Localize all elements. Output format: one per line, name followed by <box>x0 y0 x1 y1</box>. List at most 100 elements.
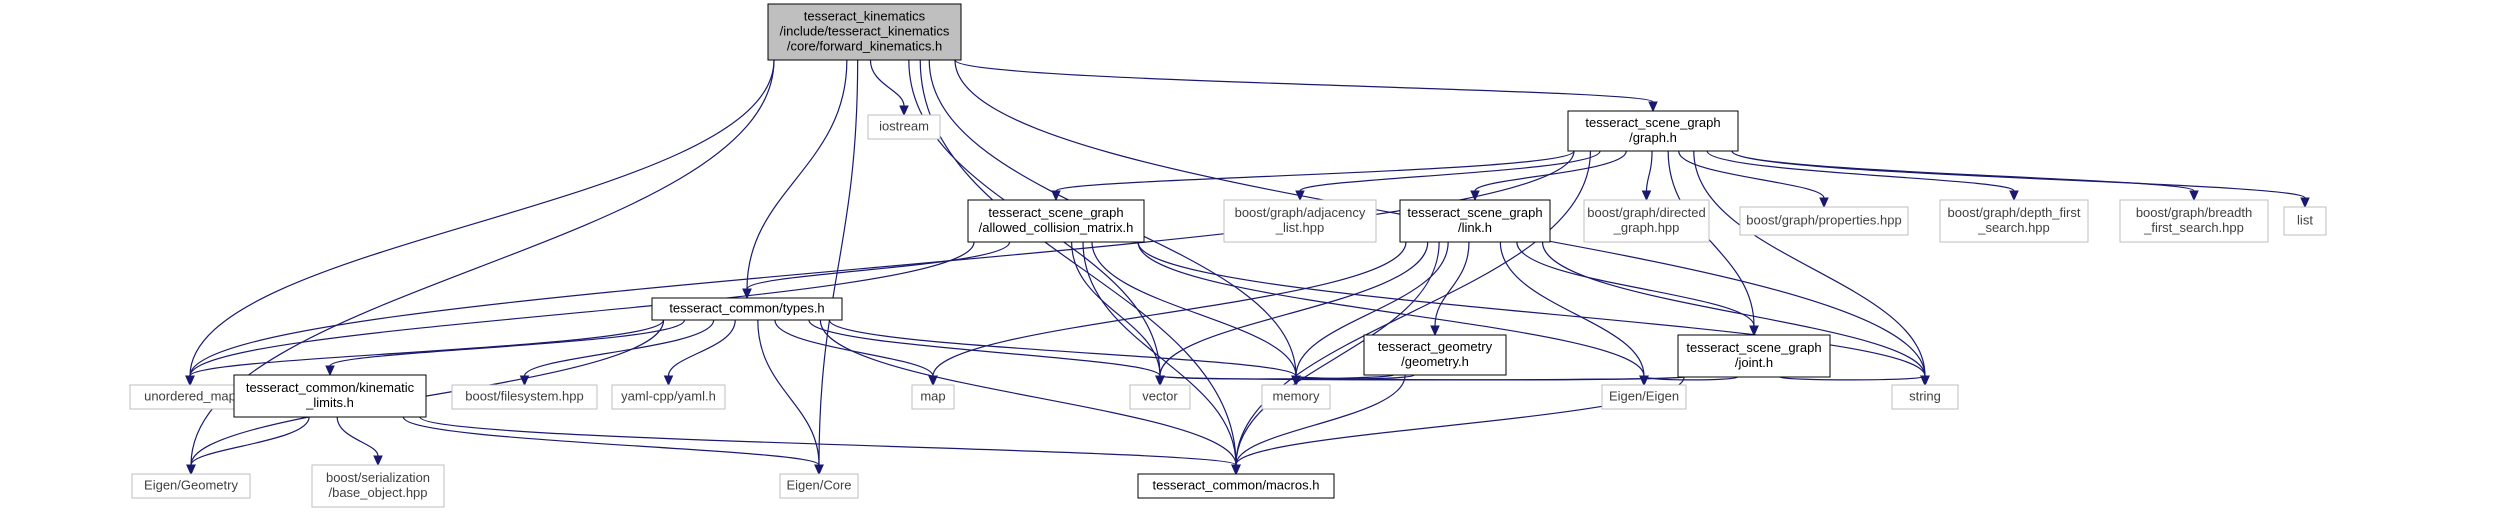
edge-line <box>189 319 665 377</box>
node-label-line: unordered_map <box>144 389 236 404</box>
node-list[interactable]: list <box>2283 206 2327 236</box>
edge-arrowhead <box>1639 375 1649 387</box>
edge-line <box>402 416 820 466</box>
edge-line <box>1499 241 1645 377</box>
edge-line <box>1091 241 1297 377</box>
edge-kinematic-limits-to-macros <box>419 416 1241 476</box>
node-filesystem[interactable]: boost/filesystem.hpp <box>451 384 598 410</box>
edge-line <box>1295 241 1449 377</box>
edge-scene-graph-to-depth-first <box>1706 150 2019 202</box>
edge-line <box>1667 150 1755 327</box>
node-label-line: /link.h <box>1458 220 1492 235</box>
edge-line <box>1055 150 1575 192</box>
edge-arrowhead <box>186 464 196 476</box>
edge-line <box>1516 241 1755 327</box>
node-yaml[interactable]: yaml-cpp/yaml.h <box>611 384 726 410</box>
edge-scene-graph-to-joint <box>1667 150 1759 337</box>
edge-line <box>1235 241 1440 466</box>
node-label-line: _first_search.hpp <box>2143 220 2244 235</box>
node-adjacency[interactable]: boost/graph/adjacency_list.hpp <box>1223 199 1377 243</box>
edge-scene-graph-to-directed <box>1641 150 1653 202</box>
node-label-line: boost/graph/breadth <box>2136 205 2252 220</box>
edge-line <box>1137 241 1926 377</box>
node-box <box>1567 110 1739 152</box>
edge-kinematic-limits-to-serialization <box>336 416 383 467</box>
edge-arrowhead <box>1648 101 1658 113</box>
node-label-line: _limits.h <box>305 395 354 410</box>
node-acm[interactable]: tesseract_scene_graph/allowed_collision_… <box>967 199 1145 243</box>
header-nodes: tesseract_kinematics/include/tesseract_k… <box>129 3 2327 508</box>
edge-arrowhead <box>1291 375 1301 387</box>
node-scene-graph[interactable]: tesseract_scene_graph/graph.h <box>1567 110 1739 152</box>
node-map[interactable]: map <box>911 384 955 410</box>
node-box <box>1583 199 1710 243</box>
edge-arrowhead <box>373 455 383 467</box>
edge-arrowhead <box>2300 197 2310 209</box>
node-box <box>1739 206 1909 236</box>
node-label-line: boost/graph/directed <box>1587 205 1706 220</box>
node-depth-first[interactable]: boost/graph/depth_first_search.hpp <box>1939 199 2089 243</box>
node-box <box>1363 334 1507 376</box>
edge-arrowhead <box>1641 190 1652 202</box>
node-directed[interactable]: boost/graph/directed_graph.hpp <box>1583 199 1710 243</box>
edge-scene-graph-to-acm <box>1051 150 1575 202</box>
edge-line <box>1137 241 1645 377</box>
node-label-line: Eigen/Core <box>786 478 851 493</box>
node-label-line: Eigen/Eigen <box>1609 389 1679 404</box>
node-macros[interactable]: tesseract_common/macros.h <box>1137 473 1335 499</box>
edge-line <box>746 59 848 290</box>
edge-arrowhead <box>1920 375 1930 387</box>
edge-line <box>828 319 1297 377</box>
edge-arrowhead <box>1231 464 1241 476</box>
node-label-line: string <box>1909 389 1941 404</box>
edge-line <box>1731 150 2195 192</box>
node-geometry[interactable]: tesseract_geometry/geometry.h <box>1363 334 1507 376</box>
edge-joint-to-string <box>1779 375 1930 387</box>
node-label-line: tesseract_common/macros.h <box>1153 478 1320 493</box>
node-string[interactable]: string <box>1891 384 1959 410</box>
edge-arrowhead <box>185 375 195 387</box>
node-box <box>311 464 445 508</box>
node-memory[interactable]: memory <box>1261 384 1331 410</box>
edge-line <box>1299 150 1601 192</box>
node-vector[interactable]: vector <box>1129 384 1191 410</box>
node-joint[interactable]: tesseract_scene_graph/joint.h <box>1677 334 1831 378</box>
node-link[interactable]: tesseract_scene_graph/link.h <box>1399 199 1551 243</box>
node-serialization[interactable]: boost/serialization/base_object.hpp <box>311 464 445 508</box>
node-eigen-core[interactable]: Eigen/Core <box>779 473 859 499</box>
node-label-line: map <box>920 389 945 404</box>
edge-line <box>1731 150 2306 199</box>
node-types[interactable]: tesseract_common/types.h <box>651 297 843 321</box>
node-breadth-first[interactable]: boost/graph/breadth_first_search.hpp <box>2119 199 2269 243</box>
edge-scene-graph-to-properties <box>1678 150 1829 209</box>
edge-line <box>1295 375 1686 381</box>
node-properties[interactable]: boost/graph/properties.hpp <box>1739 206 1909 236</box>
node-label-line: tesseract_common/kinematic <box>246 380 415 395</box>
edge-line <box>329 319 686 367</box>
edge-line <box>336 416 379 457</box>
node-label-line: tesseract_scene_graph <box>988 205 1123 220</box>
node-label-line: _graph.hpp <box>1613 220 1680 235</box>
edge-arrowhead <box>2189 190 2199 202</box>
node-eigen-geometry[interactable]: Eigen/Geometry <box>131 473 251 499</box>
node-label-line: tesseract_kinematics <box>804 9 926 24</box>
node-label-line: boost/filesystem.hpp <box>465 389 584 404</box>
edge-line <box>1235 150 1592 466</box>
node-label-line: tesseract_scene_graph <box>1407 205 1542 220</box>
node-kinematic-limits[interactable]: tesseract_common/kinematic_limits.h <box>233 374 427 418</box>
node-box <box>1891 384 1959 410</box>
edge-root-to-iostream <box>869 59 909 117</box>
edge-line <box>1235 374 1406 466</box>
node-box <box>1601 384 1687 410</box>
node-label-line: tesseract_scene_graph <box>1585 115 1720 130</box>
node-label-line: /joint.h <box>1735 355 1773 370</box>
node-box <box>867 114 941 140</box>
edge-line <box>189 241 975 377</box>
node-unordered-map[interactable]: unordered_map <box>129 384 251 410</box>
node-eigen[interactable]: Eigen/Eigen <box>1601 384 1687 410</box>
node-iostream[interactable]: iostream <box>867 114 941 140</box>
node-box <box>1137 473 1335 499</box>
edge-arrowhead <box>742 288 752 300</box>
node-root[interactable]: tesseract_kinematics/include/tesseract_k… <box>767 3 962 61</box>
